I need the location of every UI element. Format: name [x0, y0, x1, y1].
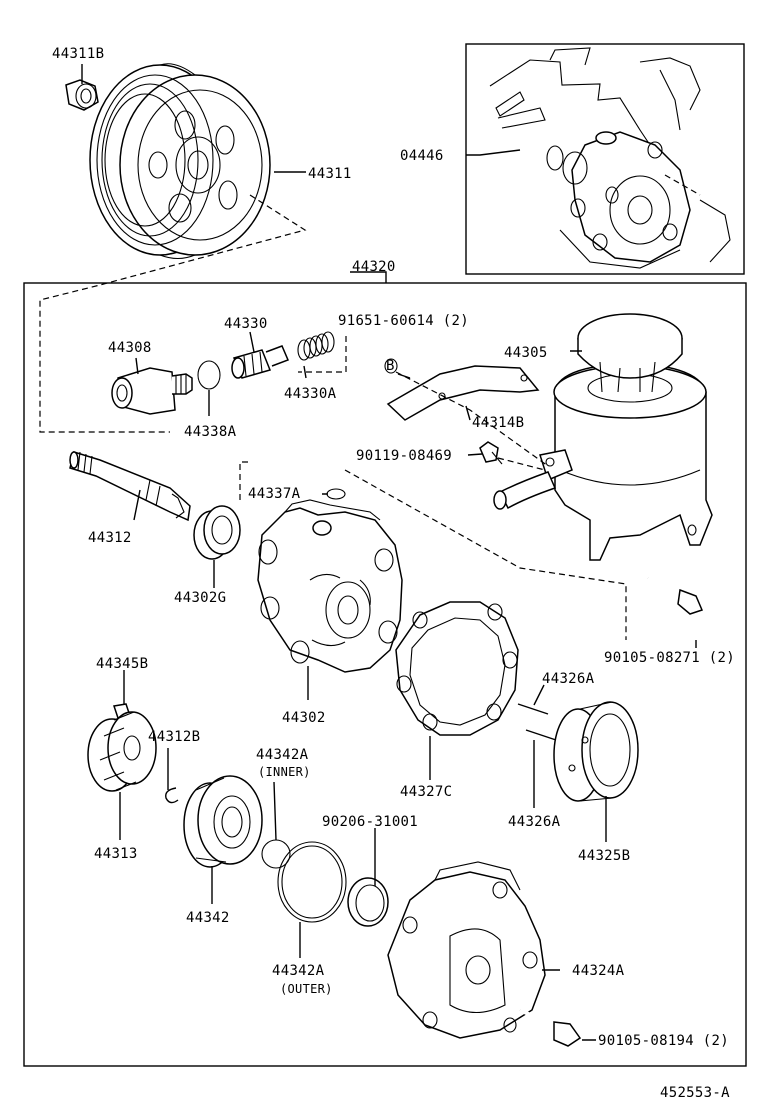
o-ring-44342A-outer [277, 841, 347, 923]
inset-frame [465, 43, 745, 275]
main-assembly-frame [23, 282, 747, 1067]
plate-90206 [347, 877, 389, 927]
rotor-44313 [87, 711, 157, 792]
label-44312: 44312 [88, 530, 132, 546]
note-outer: (OUTER) [280, 982, 333, 996]
label-44308: 44308 [108, 340, 152, 356]
label-44326A-top: 44326A [542, 671, 595, 687]
label-44337A: 44337A [248, 486, 301, 502]
bolt-90105-08194 [519, 1008, 582, 1047]
label-44342A-inner: 44342A [256, 747, 309, 763]
label-90119-08469: 90119-08469 [356, 448, 452, 464]
label-04446: 04446 [400, 148, 444, 164]
plate-44342 [183, 775, 263, 868]
label-44327C: 44327C [400, 784, 452, 800]
reference-code: 452553-A [660, 1085, 730, 1101]
label-44342A-outer: 44342A [272, 963, 325, 979]
inset-engine-illustration [489, 47, 731, 269]
label-44345B: 44345B [96, 656, 148, 672]
label-91651-60614: 91651-60614 (2) [338, 313, 469, 329]
bracket-44314B [386, 365, 540, 421]
label-44312B: 44312B [148, 729, 200, 745]
label-44311B: 44311B [52, 46, 104, 62]
dashed-guides [39, 194, 627, 640]
label-44330A: 44330A [284, 386, 337, 402]
note-inner: (INNER) [258, 765, 311, 779]
snap-ring-44312B [165, 787, 179, 804]
label-44302G: 44302G [174, 590, 226, 606]
label-44325B: 44325B [578, 848, 630, 864]
pulley-44311 [89, 63, 271, 260]
label-44311: 44311 [308, 166, 352, 182]
label-90105-08271: 90105-08271 (2) [604, 650, 735, 666]
pins-44326A [517, 703, 557, 741]
label-44324A: 44324A [572, 963, 625, 979]
spring-44330A [297, 331, 335, 361]
label-44313: 44313 [94, 846, 138, 862]
connector-44308 [111, 367, 193, 415]
nut-44311B [65, 79, 99, 111]
label-44320: 44320 [352, 259, 396, 275]
label-90206-31001: 90206-31001 [322, 814, 418, 830]
cam-ring-44325B [553, 701, 639, 802]
label-44342: 44342 [186, 910, 230, 926]
bolt-90105-08271 [647, 576, 704, 615]
label-44302: 44302 [282, 710, 326, 726]
label-44326A-bottom: 44326A [508, 814, 561, 830]
bolt-90119 [479, 441, 503, 465]
label-44330: 44330 [224, 316, 268, 332]
valve-44330 [231, 345, 289, 379]
o-ring-44337A [326, 488, 346, 500]
bolt-91651: B [384, 358, 398, 374]
gasket-44327C [395, 601, 519, 736]
housing-44302 [257, 499, 403, 673]
svg-text:B: B [386, 358, 395, 374]
shaft-44312 [69, 451, 191, 522]
label-44305: 44305 [504, 345, 548, 361]
cover-44324A [387, 861, 546, 1039]
reservoir-44305 [493, 313, 713, 561]
bearing-44302G [193, 505, 241, 560]
leader-lines [81, 64, 697, 1041]
label-44338A: 44338A [184, 424, 237, 440]
label-90105-08194: 90105-08194 (2) [598, 1033, 729, 1049]
o-ring-44338A [197, 360, 221, 390]
label-44314B: 44314B [472, 415, 524, 431]
